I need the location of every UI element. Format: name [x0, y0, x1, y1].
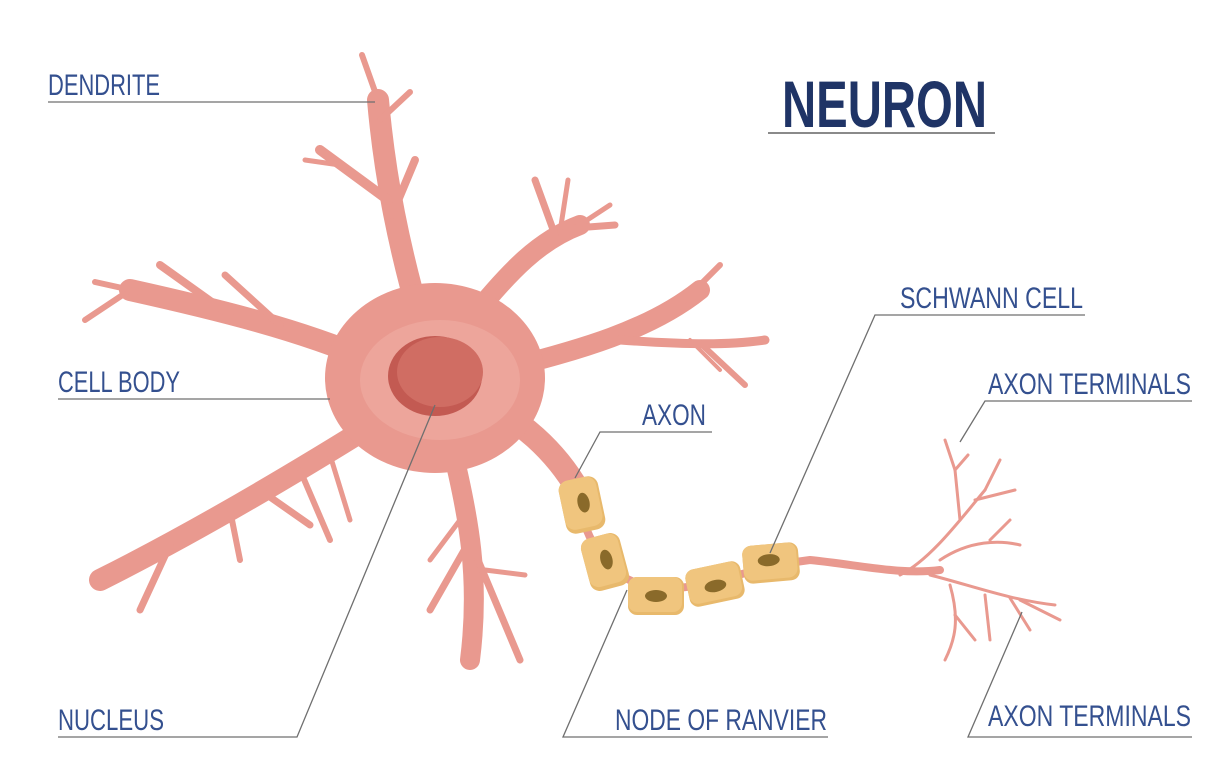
- schwann-cells: [558, 476, 800, 615]
- svg-text:CELL BODY: CELL BODY: [58, 366, 180, 399]
- svg-text:AXON: AXON: [642, 399, 706, 432]
- diagram-title: NEURON: [782, 67, 987, 141]
- label-axon-terminals-bottom: AXON TERMINALS: [967, 611, 1192, 738]
- neuron-illustration: [82, 52, 1062, 670]
- label-dendrite: DENDRITE: [48, 69, 375, 103]
- svg-text:SCHWANN CELL: SCHWANN CELL: [900, 282, 1083, 315]
- svg-text:AXON TERMINALS: AXON TERMINALS: [988, 700, 1191, 733]
- label-node-of-ranvier: NODE OF RANVIER: [562, 589, 828, 738]
- label-schwann-cell: SCHWANN CELL: [769, 282, 1085, 554]
- svg-text:AXON TERMINALS: AXON TERMINALS: [988, 368, 1191, 401]
- svg-text:NODE OF RANVIER: NODE OF RANVIER: [615, 704, 827, 737]
- label-nucleus: NUCLEUS: [58, 404, 436, 738]
- svg-text:DENDRITE: DENDRITE: [48, 69, 160, 102]
- label-cell-body: CELL BODY: [58, 366, 330, 400]
- svg-text:NUCLEUS: NUCLEUS: [58, 704, 164, 737]
- label-axon-terminals-top: AXON TERMINALS: [959, 368, 1192, 443]
- label-axon: AXON: [574, 399, 712, 479]
- axon-terminal-branches: [898, 438, 1062, 662]
